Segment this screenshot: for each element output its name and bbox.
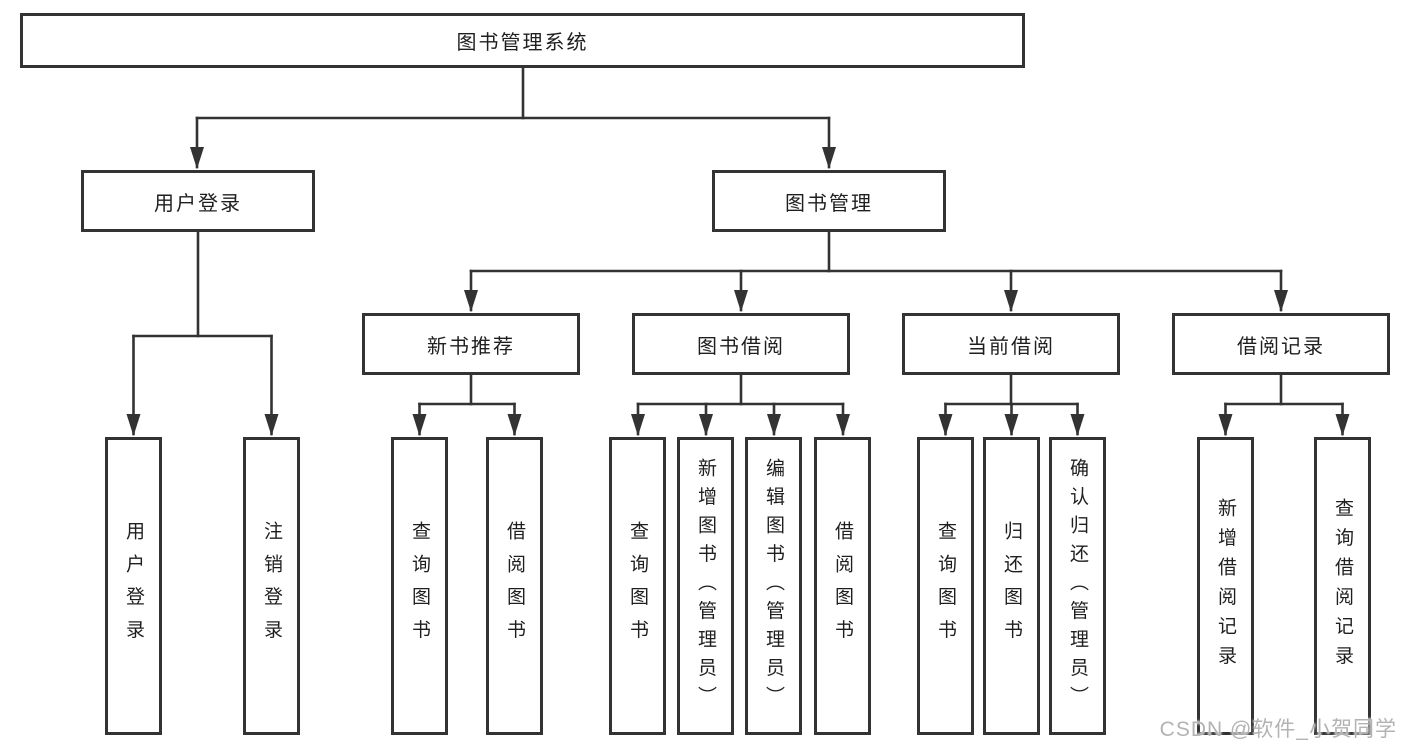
leaf-label: 编辑图书（管理员） bbox=[763, 457, 784, 715]
node-label: 图书管理 bbox=[785, 192, 873, 215]
leaf-label: 查询借阅记录 bbox=[1332, 497, 1353, 675]
leaf-user-login: 用户登录 bbox=[105, 437, 162, 735]
leaf-label: 新增借阅记录 bbox=[1215, 497, 1236, 675]
leaf-label: 注销登录 bbox=[261, 520, 282, 652]
node-user-login: 用户登录 bbox=[81, 170, 315, 232]
leaf-edit-books-admin: 编辑图书（管理员） bbox=[745, 437, 802, 735]
leaf-label: 用户登录 bbox=[123, 520, 144, 652]
leaf-label: 查询图书 bbox=[627, 520, 648, 652]
leaf-label: 借阅图书 bbox=[832, 520, 853, 652]
leaf-return-books: 归还图书 bbox=[983, 437, 1040, 735]
leaf-label: 新增图书（管理员） bbox=[695, 457, 716, 715]
node-label: 图书借阅 bbox=[697, 335, 785, 358]
leaf-query-books-recommend: 查询图书 bbox=[391, 437, 448, 735]
node-new-book-recommend: 新书推荐 bbox=[362, 313, 580, 375]
node-label: 新书推荐 bbox=[427, 335, 515, 358]
node-book-management: 图书管理 bbox=[712, 170, 946, 232]
node-book-borrowing: 图书借阅 bbox=[632, 313, 850, 375]
node-label: 图书管理系统 bbox=[456, 32, 589, 54]
leaf-label: 归还图书 bbox=[1001, 520, 1022, 652]
leaf-label: 确认归还（管理员） bbox=[1067, 457, 1088, 715]
leaf-query-books-current: 查询图书 bbox=[917, 437, 974, 735]
node-library-management-system: 图书管理系统 bbox=[20, 13, 1025, 68]
node-borrowing-records: 借阅记录 bbox=[1172, 313, 1390, 375]
leaf-borrow-books: 借阅图书 bbox=[814, 437, 871, 735]
leaf-confirm-return-admin: 确认归还（管理员） bbox=[1049, 437, 1106, 735]
node-label: 借阅记录 bbox=[1237, 335, 1325, 358]
leaf-label: 查询图书 bbox=[935, 520, 956, 652]
leaf-query-books-borrowing: 查询图书 bbox=[609, 437, 666, 735]
csdn-watermark: CSDN @软件_小贺同学 bbox=[1159, 718, 1397, 741]
leaf-add-borrow-record: 新增借阅记录 bbox=[1197, 437, 1254, 735]
node-label: 当前借阅 bbox=[967, 335, 1055, 358]
leaf-logout: 注销登录 bbox=[243, 437, 300, 735]
leaf-query-borrow-record: 查询借阅记录 bbox=[1314, 437, 1371, 735]
leaf-add-books-admin: 新增图书（管理员） bbox=[677, 437, 734, 735]
leaf-label: 借阅图书 bbox=[504, 520, 525, 652]
node-label: 用户登录 bbox=[154, 192, 242, 215]
leaf-label: 查询图书 bbox=[409, 520, 430, 652]
node-current-borrowing: 当前借阅 bbox=[902, 313, 1120, 375]
leaf-borrow-books-recommend: 借阅图书 bbox=[486, 437, 543, 735]
